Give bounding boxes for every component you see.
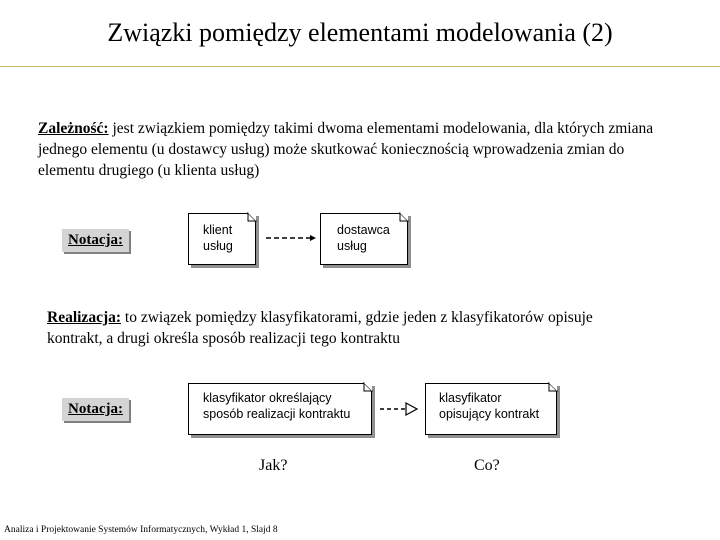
slide-footer: Analiza i Projektowanie Systemów Informa… bbox=[4, 525, 278, 535]
implementing-classifier-text: klasyfikator określający sposób realizac… bbox=[203, 391, 351, 421]
implementing-classifier-note: klasyfikator określający sposób realizac… bbox=[188, 381, 374, 435]
contract-classifier-text: klasyfikator opisujący kontrakt bbox=[439, 391, 540, 421]
note-fold-icon bbox=[399, 211, 410, 222]
supplier-note: dostawca usług bbox=[320, 211, 410, 265]
realization-paragraph: Realizacja: to związek pomiędzy klasyfik… bbox=[47, 307, 647, 349]
dependency-notation-label: Notacja: bbox=[62, 229, 129, 252]
supplier-note-text: dostawca usług bbox=[337, 223, 390, 253]
note-fold-icon bbox=[247, 211, 258, 222]
dependency-arrow bbox=[266, 235, 316, 241]
realization-arrow bbox=[380, 401, 419, 417]
note-fold-icon bbox=[363, 381, 374, 392]
dependency-paragraph: Zależność: jest związkiem pomiędzy takim… bbox=[38, 118, 678, 181]
realization-term: Realizacja: bbox=[47, 309, 122, 326]
title-divider bbox=[0, 66, 720, 67]
question-how: Jak? bbox=[259, 457, 288, 474]
slide-title: Związki pomiędzy elementami modelowania … bbox=[107, 18, 613, 47]
client-note-text: klient usług bbox=[203, 223, 233, 253]
realization-notation-label: Notacja: bbox=[62, 398, 129, 421]
client-note: klient usług bbox=[188, 211, 258, 265]
contract-classifier-note: klasyfikator opisujący kontrakt bbox=[425, 381, 559, 435]
dependency-description: jest związkiem pomiędzy takimi dwoma ele… bbox=[38, 120, 654, 179]
realization-description: to związek pomiędzy klasyfikatorami, gdz… bbox=[47, 309, 593, 347]
dependency-term: Zależność: bbox=[38, 120, 109, 137]
note-fold-icon bbox=[548, 381, 559, 392]
question-what: Co? bbox=[474, 457, 500, 474]
